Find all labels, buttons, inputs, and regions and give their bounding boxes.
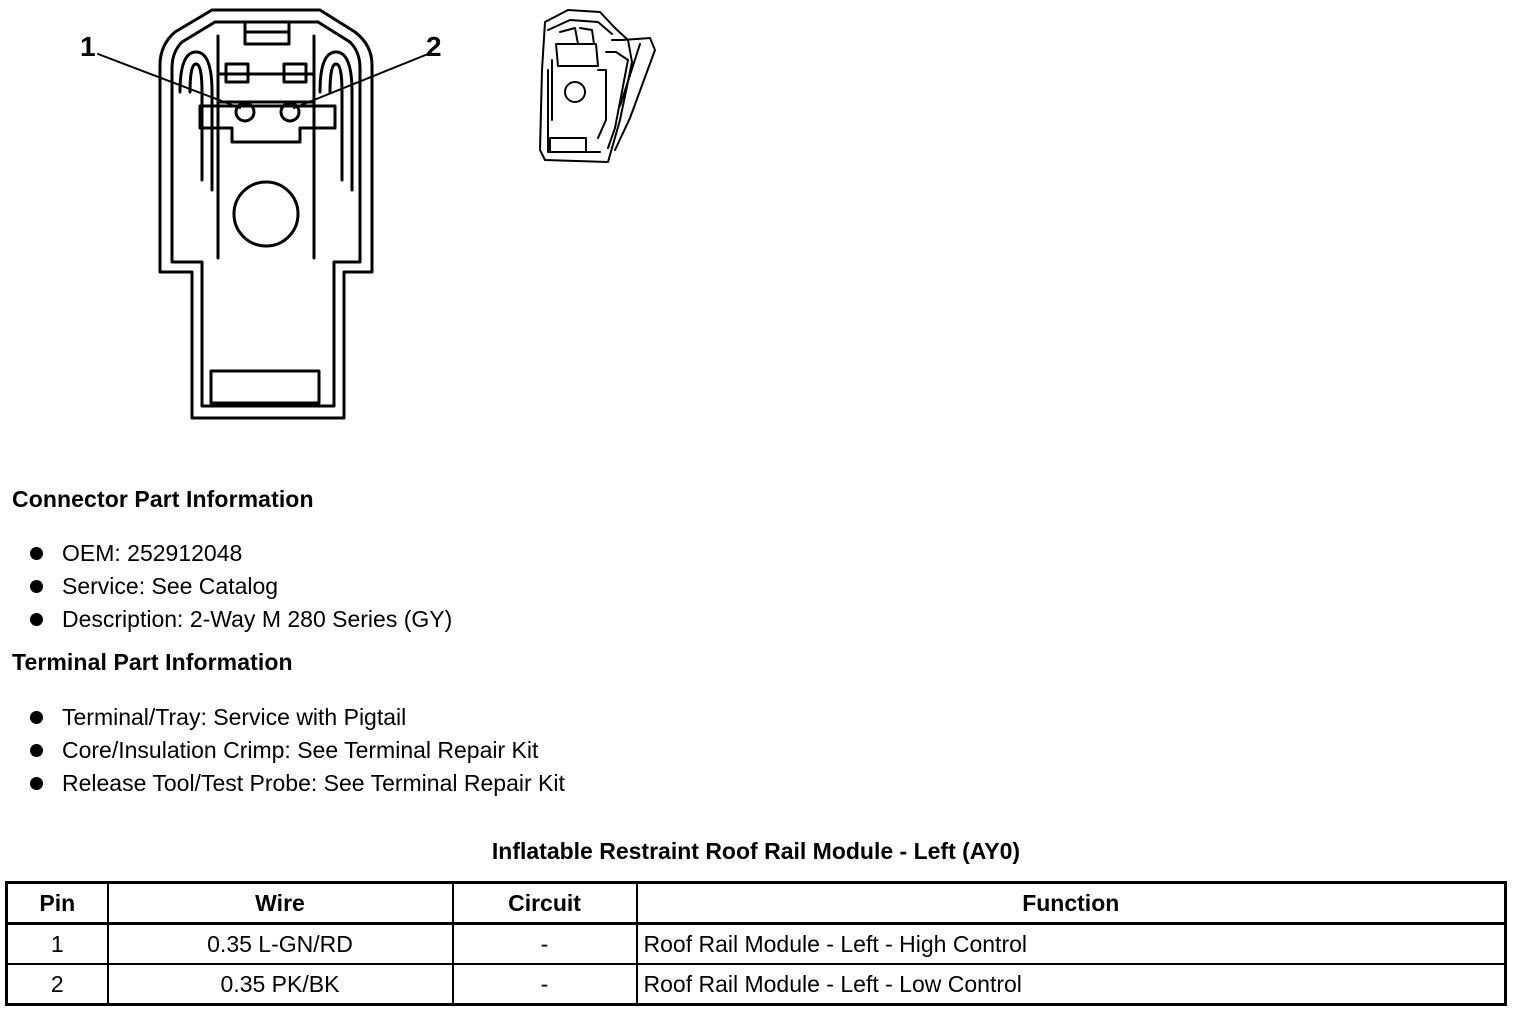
connector-part-information-heading: Connector Part Information: [12, 486, 314, 512]
table-header-row: Pin Wire Circuit Function: [5, 881, 1507, 925]
list-item: Release Tool/Test Probe: See Terminal Re…: [28, 767, 565, 800]
column-header-function: Function: [635, 881, 1507, 925]
column-header-circuit: Circuit: [451, 881, 638, 925]
table-title: Inflatable Restraint Roof Rail Module - …: [491, 838, 1021, 864]
list-item-text: Terminal/Tray: Service with Pigtail: [62, 704, 407, 730]
pin-2-label: 2: [426, 31, 442, 62]
list-item-text: Description: 2-Way M 280 Series (GY): [62, 606, 453, 632]
list-item-text: Release Tool/Test Probe: See Terminal Re…: [62, 770, 565, 796]
cell-pin: 1: [5, 922, 109, 965]
list-item: Terminal/Tray: Service with Pigtail: [28, 701, 565, 734]
list-item: Description: 2-Way M 280 Series (GY): [28, 603, 452, 636]
list-item-text: Service: See Catalog: [62, 573, 279, 599]
column-header-wire: Wire: [106, 881, 454, 925]
cell-function: Roof Rail Module - Left - High Control: [635, 922, 1507, 965]
list-item: Service: See Catalog: [28, 570, 452, 603]
bullet-icon: [30, 777, 43, 790]
connector-isometric-diagram: [539, 9, 656, 163]
cell-circuit: -: [451, 963, 638, 1006]
list-item: Core/Insulation Crimp: See Terminal Repa…: [28, 734, 565, 767]
bullet-icon: [30, 744, 43, 757]
cell-pin: 2: [5, 963, 109, 1006]
list-item-text: Core/Insulation Crimp: See Terminal Repa…: [62, 737, 539, 763]
cell-wire: 0.35 PK/BK: [106, 963, 454, 1006]
cell-wire: 0.35 L-GN/RD: [106, 922, 454, 965]
list-item: OEM: 252912048: [28, 537, 452, 570]
bullet-icon: [30, 580, 43, 593]
bullet-icon: [30, 613, 43, 626]
table-row: 2 0.35 PK/BK - Roof Rail Module - Left -…: [5, 963, 1507, 1006]
connector-face-diagram: 1 2: [80, 8, 442, 420]
cell-circuit: -: [451, 922, 638, 965]
column-header-pin: Pin: [5, 881, 109, 925]
pin-1-label: 1: [80, 31, 96, 62]
pinout-table: Pin Wire Circuit Function 1 0.35 L-GN/RD…: [5, 881, 1507, 1006]
table-row: 1 0.35 L-GN/RD - Roof Rail Module - Left…: [5, 922, 1507, 965]
terminal-part-information-heading: Terminal Part Information: [12, 649, 293, 675]
terminal-part-information-list: Terminal/Tray: Service with Pigtail Core…: [28, 701, 565, 800]
list-item-text: OEM: 252912048: [62, 540, 243, 566]
connector-part-information-list: OEM: 252912048 Service: See Catalog Desc…: [28, 537, 452, 636]
bullet-icon: [30, 711, 43, 724]
cell-function: Roof Rail Module - Left - Low Control: [635, 963, 1507, 1006]
bullet-icon: [30, 547, 43, 560]
